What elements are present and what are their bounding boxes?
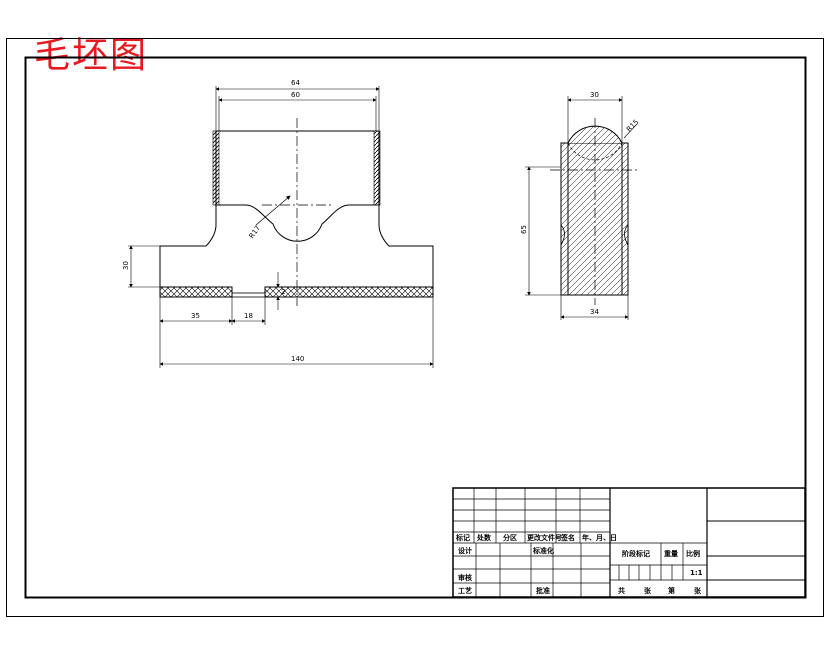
tb-header-date: 年、月、日 (582, 533, 617, 542)
dim-front-top-inner: 60 (291, 91, 300, 99)
dim-front-left-span: 35 (191, 312, 200, 320)
tb-header-sign: 签名 (560, 533, 575, 542)
tb-scale-value: 1:1 (690, 569, 703, 577)
dim-side-top-width: 30 (590, 91, 599, 99)
tb-stage-mark: 阶段标记 (622, 549, 650, 558)
dim-side-chamfer: R15 (625, 118, 640, 133)
tb-audit: 审核 (458, 573, 472, 582)
side-dimensions (525, 96, 638, 320)
tb-page-unit: 张 (694, 586, 702, 595)
dim-side-bottom-width: 34 (590, 308, 599, 316)
tb-sheet-unit: 张 (644, 586, 652, 595)
dim-front-total-width: 140 (291, 355, 304, 363)
dim-side-height: 65 (520, 225, 528, 234)
dim-front-thickness: 2 (281, 288, 285, 296)
tb-weight: 重量 (664, 549, 678, 558)
dim-front-radius: R17 (248, 224, 262, 240)
tb-design: 设计 (458, 546, 472, 555)
side-view (550, 118, 640, 305)
inner-frame (24, 56, 807, 599)
front-view (159, 118, 434, 306)
tb-header-zone: 分区 (503, 533, 517, 542)
dim-front-gap-span: 18 (244, 312, 253, 320)
tb-total: 共 (618, 586, 625, 595)
tb-process: 工艺 (458, 586, 472, 595)
drawing-title: 毛坯图 (34, 35, 149, 76)
tb-header-change-doc: 更改文件号 (527, 533, 562, 542)
front-dimensions (128, 86, 434, 368)
tb-header-mark: 标记 (455, 533, 470, 542)
title-block (452, 487, 806, 598)
dim-front-top-outer: 64 (291, 79, 300, 87)
tb-page: 第 (668, 586, 675, 595)
tb-scale: 比例 (686, 549, 700, 558)
dim-front-height: 30 (122, 261, 130, 270)
tb-approve: 批准 (536, 586, 550, 595)
tb-header-count: 处数 (476, 533, 492, 542)
outer-frame (6, 38, 824, 617)
tb-standardization: 标准化 (532, 546, 554, 555)
